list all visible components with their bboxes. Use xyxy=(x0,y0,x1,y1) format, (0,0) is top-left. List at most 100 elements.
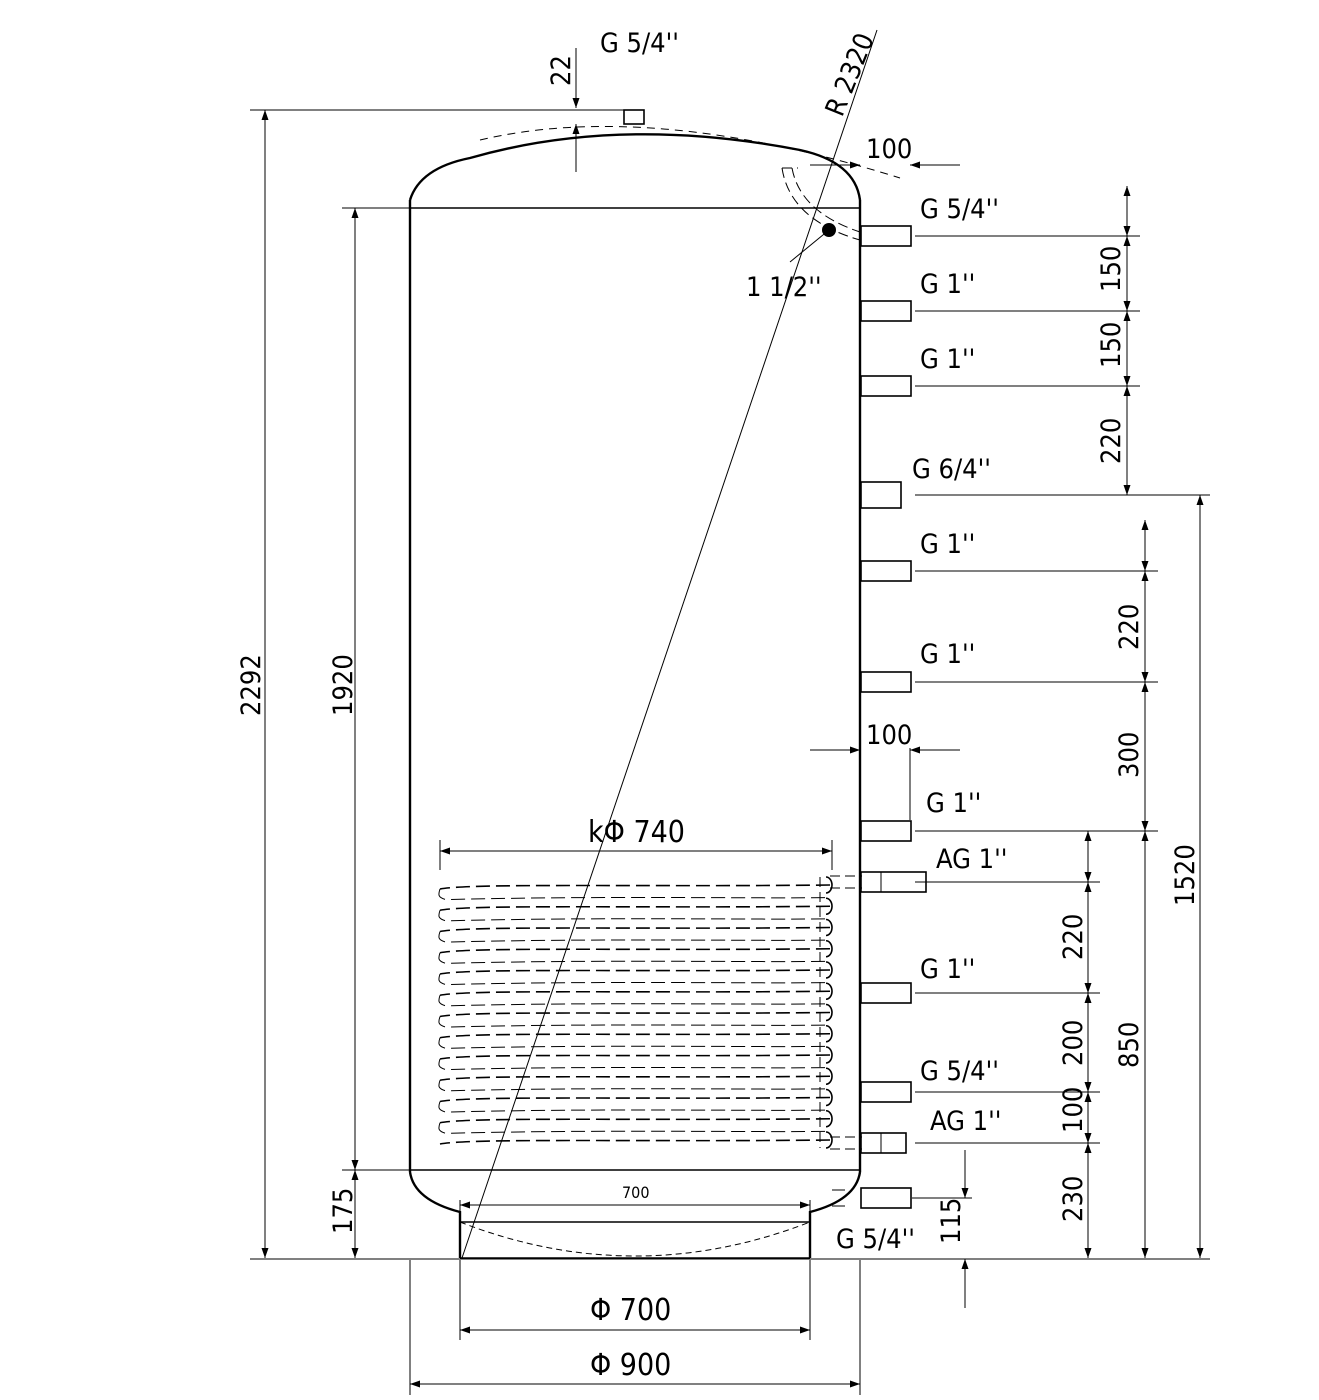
coil-loop-12 xyxy=(825,1109,833,1128)
coil-diameter-label: kΦ 740 xyxy=(588,815,685,850)
conn-label-11: AG 1'' xyxy=(930,1106,1001,1137)
dim-spacing-7: 200 xyxy=(1058,1020,1089,1066)
dim-spacing-8: 100 xyxy=(1058,1087,1089,1133)
coil-turn-back-5 xyxy=(438,973,829,986)
bottom-dome-left xyxy=(408,1171,462,1258)
coil-turn-front-3 xyxy=(439,926,831,933)
coil-turn-front-4 xyxy=(439,947,831,954)
conn-label-10: G 5/4'' xyxy=(920,1056,999,1087)
conn-label-4: G 6/4'' xyxy=(912,454,991,485)
coil-turn-back-4 xyxy=(438,952,829,964)
radius-construction-line xyxy=(461,29,878,1259)
dim-spacing-9: 230 xyxy=(1058,1176,1089,1222)
nozzle-9 xyxy=(860,982,912,1004)
radius-arc xyxy=(479,125,901,179)
conn-label-2: G 1'' xyxy=(920,269,975,300)
heat-exchanger-coil xyxy=(438,875,862,1207)
coil-turn-back-2 xyxy=(438,910,829,922)
coil-turn-back-11 xyxy=(438,1101,829,1113)
dim-bottom-outlet: 115 xyxy=(936,1198,967,1244)
conn-label-9: G 1'' xyxy=(920,954,975,985)
coil-loop-10 xyxy=(825,1067,833,1086)
dim-top-offset: 100 xyxy=(866,134,912,165)
dim-spacing-5: 300 xyxy=(1114,732,1145,778)
tank-diameter-label: Φ 900 xyxy=(590,1348,671,1383)
conn-label-12: G 5/4'' xyxy=(836,1224,915,1255)
conn-label-1: G 5/4'' xyxy=(920,194,999,225)
nozzle-7 xyxy=(860,820,912,842)
dim-base-height: 175 xyxy=(328,1188,359,1234)
dimension-lines xyxy=(261,48,1204,1388)
foot-diameter-label: Φ 700 xyxy=(590,1293,671,1328)
nozzle-1 xyxy=(860,225,912,247)
coil-loop-8 xyxy=(825,1024,833,1043)
dim-mid-offset: 100 xyxy=(866,720,912,751)
coil-turn-front-1 xyxy=(439,884,831,890)
nozzle-12 xyxy=(860,1187,912,1209)
top-connection-label: G 5/4'' xyxy=(600,28,679,59)
top-nozzle xyxy=(623,109,645,125)
dim-coil-zone: 850 xyxy=(1114,1022,1145,1068)
coil-turn-back-10 xyxy=(438,1080,829,1092)
bottom-outlet-stub xyxy=(832,1189,845,1207)
coil-loop-4 xyxy=(825,939,833,958)
coil-turn-front-2 xyxy=(439,905,831,912)
conn-label-8: AG 1'' xyxy=(936,844,1007,875)
dim-spacing-4: 220 xyxy=(1114,604,1145,650)
extension-lines xyxy=(250,109,1210,1395)
conn-label-3: G 1'' xyxy=(920,344,975,375)
coil-turn-back-9 xyxy=(438,1058,829,1071)
dim-cylinder-height: 1920 xyxy=(328,654,359,716)
dim-lower-zone: 1520 xyxy=(1170,844,1201,906)
coil-loop-7 xyxy=(825,1003,833,1022)
nozzle-6 xyxy=(860,671,912,693)
coil-loop-6 xyxy=(825,982,833,1001)
coil-turn-back-12 xyxy=(438,1122,829,1134)
dim-spacing-2: 150 xyxy=(1096,322,1127,368)
coil-loop-5 xyxy=(825,961,833,979)
coil-turn-front-11 xyxy=(439,1096,831,1103)
base-inner-width: 700 xyxy=(622,1183,649,1202)
coil-turn-front-13 xyxy=(439,1139,831,1145)
dim-spacing-1: 150 xyxy=(1096,246,1127,292)
coil-turn-back-6 xyxy=(438,995,829,1007)
sensor-label: 1 1/2'' xyxy=(746,272,822,303)
coil-turn-back-3 xyxy=(438,931,829,943)
coil-turn-back-1 xyxy=(438,888,829,901)
nozzle-10 xyxy=(860,1081,912,1103)
coil-turn-back-7 xyxy=(438,1016,829,1028)
coil-turn-back-8 xyxy=(438,1037,829,1049)
radius-label: R 2320 xyxy=(820,29,881,121)
dim-spacing-3: 220 xyxy=(1096,418,1127,464)
side-nozzles xyxy=(860,225,927,1209)
dim-nozzle-height: 22 xyxy=(546,55,577,86)
coil-loop-13 xyxy=(825,1131,833,1149)
conn-label-5: G 1'' xyxy=(920,529,975,560)
sensor-well xyxy=(781,167,861,263)
coil-turn-front-7 xyxy=(439,1011,831,1018)
coil-turn-front-8 xyxy=(439,1032,831,1039)
coil-turn-front-5 xyxy=(439,969,831,975)
nozzle-3 xyxy=(860,375,912,397)
dim-total-height: 2292 xyxy=(236,654,267,716)
conn-label-6: G 1'' xyxy=(920,639,975,670)
coil-loop-2 xyxy=(825,897,833,916)
coil-loop-3 xyxy=(825,918,833,937)
coil-loop-11 xyxy=(825,1088,833,1107)
nozzle-4 xyxy=(860,481,902,509)
coil-loop-9 xyxy=(825,1046,833,1064)
dim-spacing-6: 220 xyxy=(1058,914,1089,960)
nozzle-2 xyxy=(860,300,912,322)
tank-top-dome xyxy=(408,133,862,201)
coil-turn-front-10 xyxy=(439,1075,831,1082)
bottom-dome-inner xyxy=(459,1221,811,1257)
coil-turn-front-12 xyxy=(439,1117,831,1124)
tank-body xyxy=(250,109,1210,1260)
nozzle-5 xyxy=(860,560,912,582)
coil-loop-1 xyxy=(825,876,833,894)
conn-label-7: G 1'' xyxy=(926,788,981,819)
coil-turn-front-9 xyxy=(439,1054,831,1060)
coil-turn-front-6 xyxy=(439,990,831,997)
